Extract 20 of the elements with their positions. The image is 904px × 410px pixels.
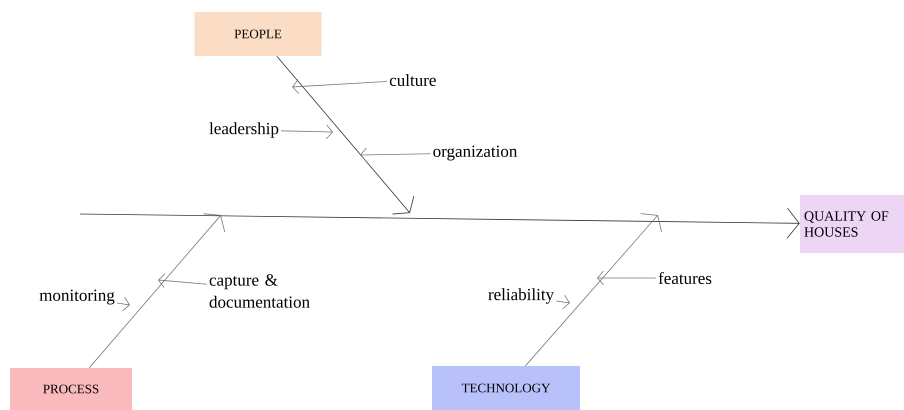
leader-arrow <box>158 273 208 288</box>
bone-arrow <box>525 213 662 366</box>
spine-arrow <box>80 208 800 239</box>
bone-arrow <box>276 56 414 214</box>
cause-label: leadership <box>209 122 278 138</box>
leader-arrow <box>292 79 388 94</box>
leader-arrow <box>597 270 656 286</box>
bone-arrow <box>88 213 226 368</box>
category-box: PROCESS <box>10 368 132 410</box>
cause-label: organization <box>433 146 518 160</box>
cause-label: capture & documentation <box>210 274 310 308</box>
leader-arrow <box>360 147 431 162</box>
cause-label: features <box>658 272 712 284</box>
leader-arrow <box>280 124 333 140</box>
cause-label: monitoring <box>40 290 114 304</box>
category-box: PEOPLE <box>194 12 322 56</box>
cause-label: culture <box>390 74 436 86</box>
category-box: TECHNOLOGY <box>432 366 580 410</box>
effect-box: QUALITY OF HOUSES <box>800 195 904 253</box>
cause-label: reliability <box>488 288 554 304</box>
